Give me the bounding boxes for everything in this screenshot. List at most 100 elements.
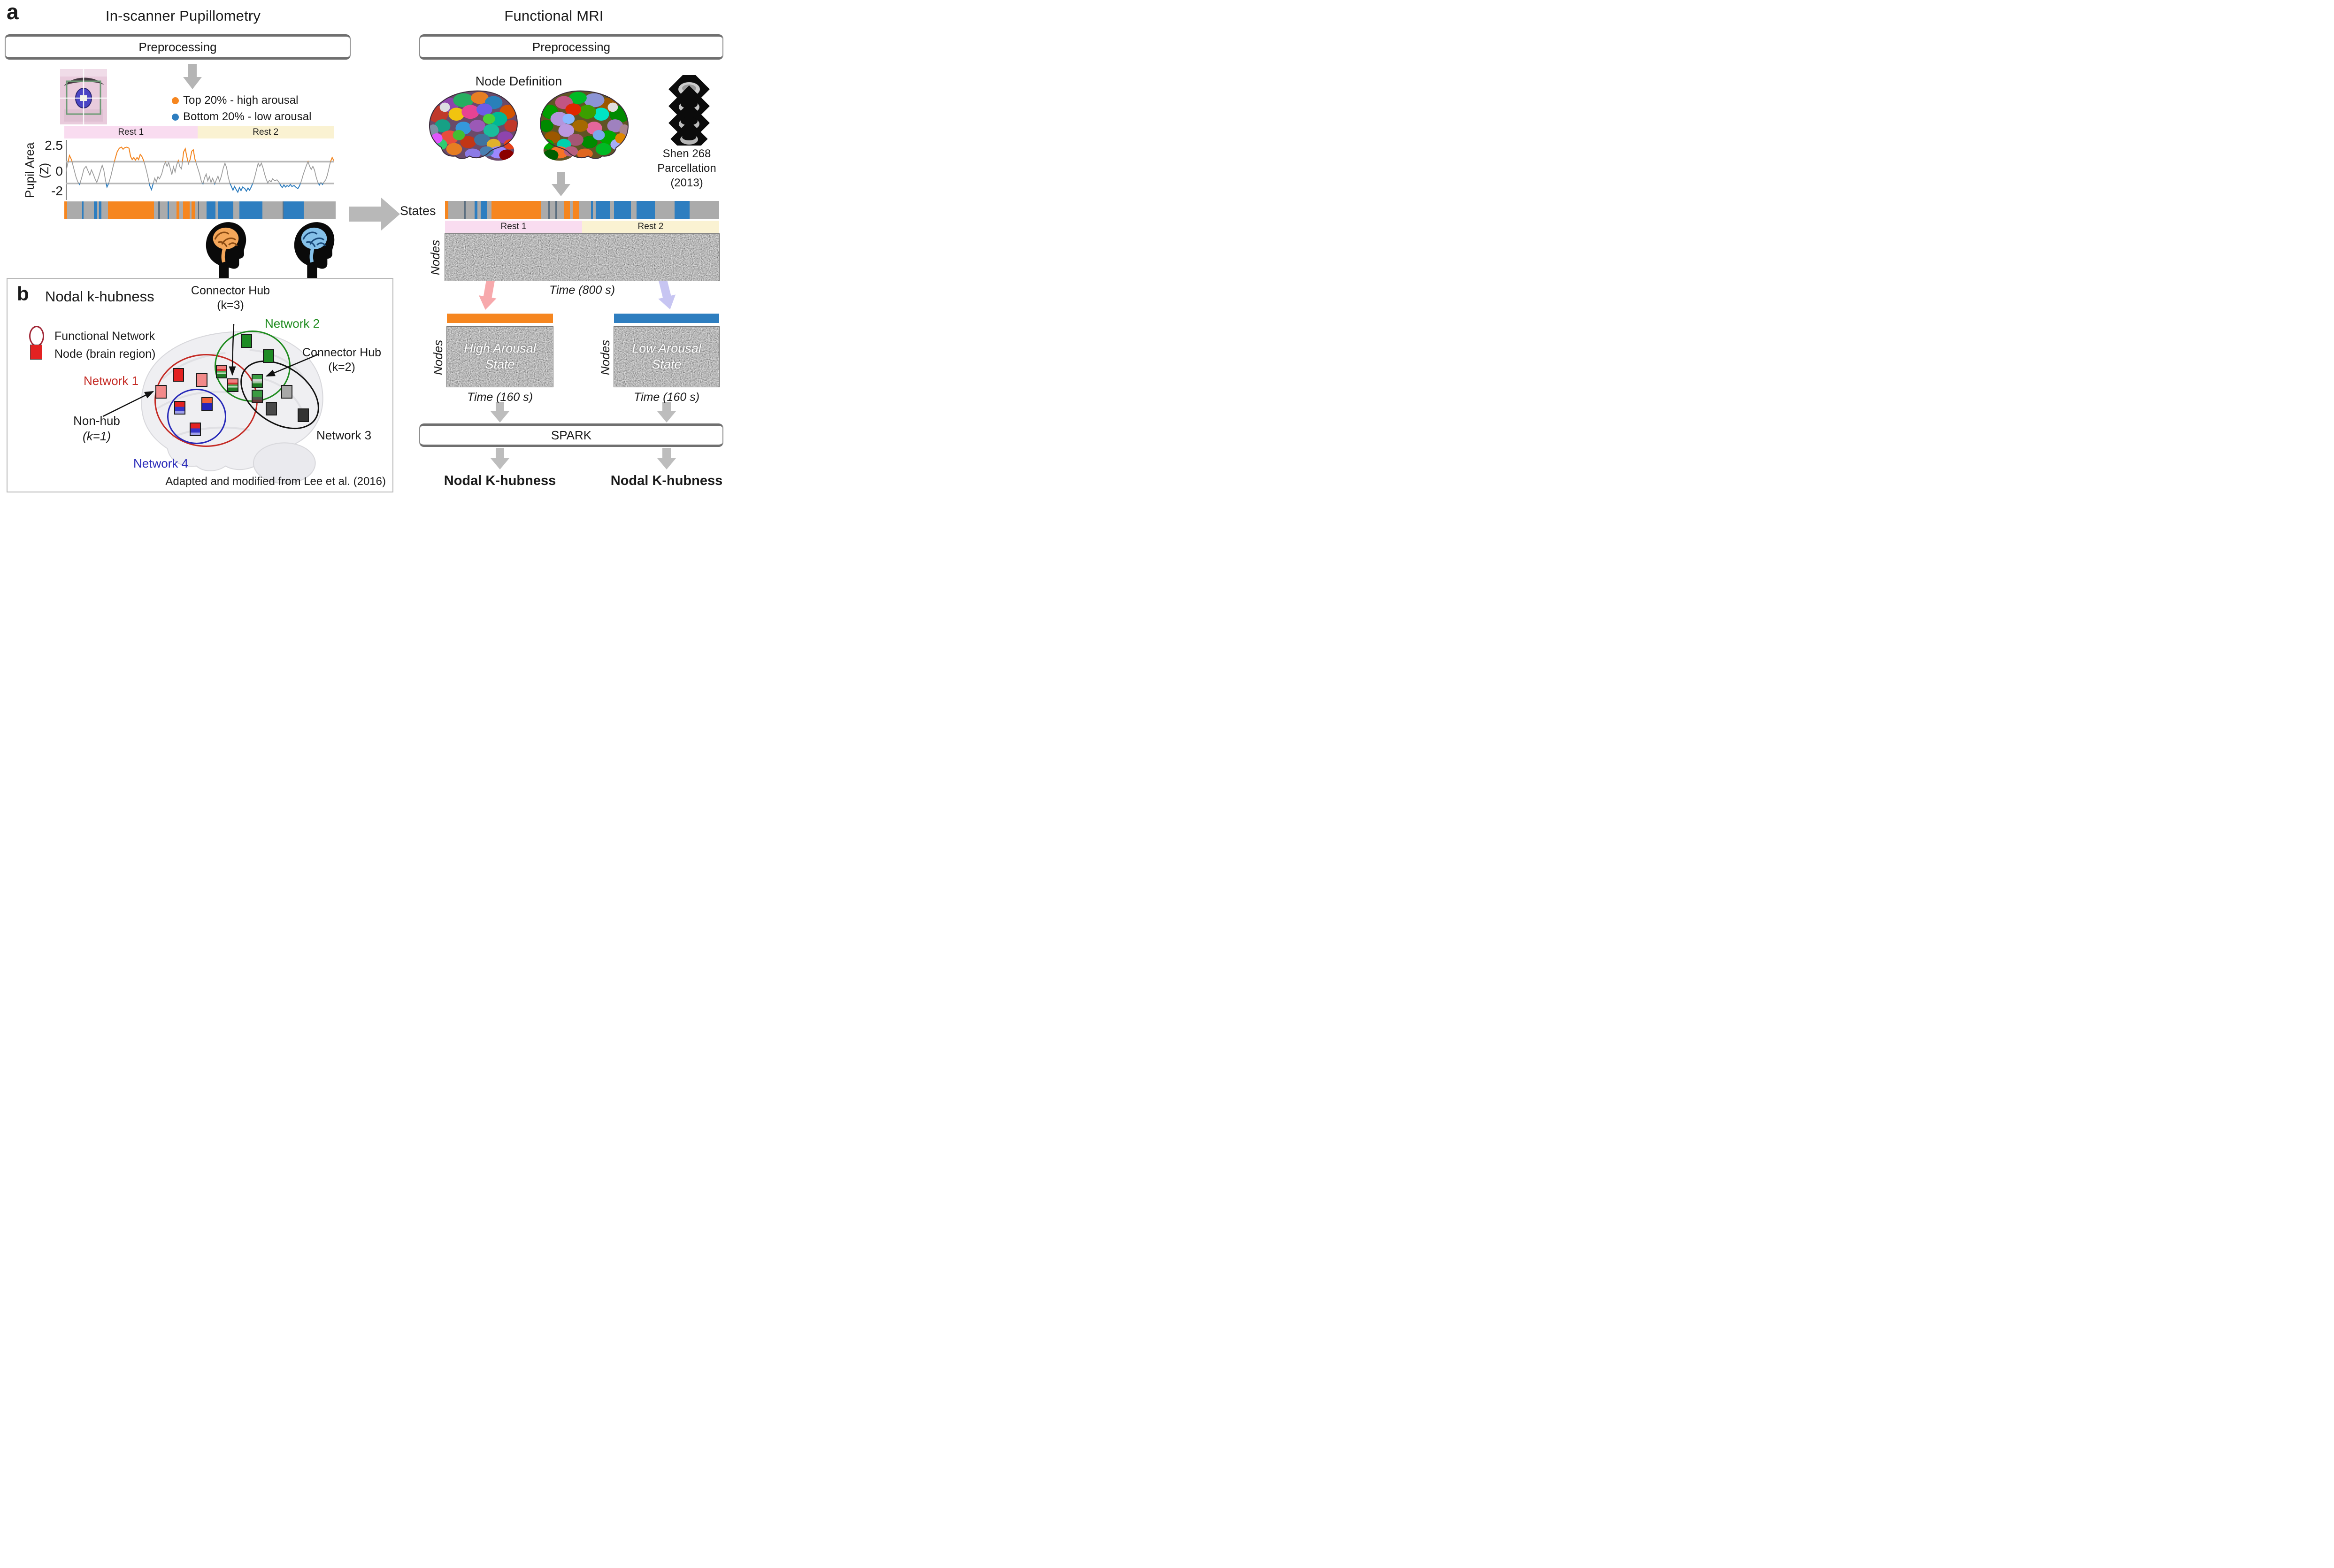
low-arousal-matrix-label: Low Arousal State xyxy=(614,341,719,373)
rest2-label: Rest 2 xyxy=(253,127,279,137)
state-segment-d xyxy=(548,201,550,219)
lavender-down-arrow-icon xyxy=(658,279,676,310)
rest1-label: Rest 1 xyxy=(118,127,144,137)
node-square-rb2 xyxy=(201,397,213,411)
state-segment-g xyxy=(199,201,207,219)
node-square-rb xyxy=(190,423,201,436)
state-segment-b xyxy=(207,201,215,219)
annotation-line: Connector Hub xyxy=(191,284,270,297)
state-segment-g xyxy=(304,201,336,219)
state-segment-g xyxy=(556,201,565,219)
high-arousal-head-icon xyxy=(206,222,246,278)
state-segment-b xyxy=(591,201,593,219)
time-160-label-left: Time (160 s) xyxy=(467,391,533,404)
state-segment-g xyxy=(610,201,614,219)
state-segment-g xyxy=(549,201,555,219)
matrix-label-line: High Arousal xyxy=(464,341,536,355)
state-segment-g xyxy=(84,201,94,219)
legend-label: Top 20% - high arousal xyxy=(183,94,299,107)
state-segment-g xyxy=(233,201,239,219)
rest1-band: Rest 1 xyxy=(445,221,582,233)
functional-network-legend-label: Functional Network xyxy=(54,330,155,343)
low-arousal-matrix xyxy=(614,326,720,387)
pupillometry-preprocessing-box: Preprocessing xyxy=(5,34,351,60)
figure-canvas: a In-scanner Pupillometry Preprocessing … xyxy=(0,0,736,494)
orange-dot-icon xyxy=(172,97,179,104)
network4-label: Network 4 xyxy=(133,456,189,470)
legend-label: Bottom 20% - low arousal xyxy=(183,110,312,123)
node-squares-layer xyxy=(8,279,392,492)
state-segment-b xyxy=(93,201,98,219)
state-segment-d xyxy=(198,201,200,219)
parcellation-line: (2013) xyxy=(670,177,703,190)
nodal-khubness-output-left: Nodal K-hubness xyxy=(444,473,556,488)
nodes-ylabel: Nodes xyxy=(428,239,442,275)
state-segment-g xyxy=(215,201,218,219)
right-arrow-icon xyxy=(349,198,400,231)
spark-box: SPARK xyxy=(419,423,723,447)
state-segment-b xyxy=(82,201,84,219)
panel-b-caption: Adapted and modified from Lee et al. (20… xyxy=(165,475,386,488)
rest1-label: Rest 1 xyxy=(500,222,527,231)
pupil-ylabel: Pupil Area (Z) xyxy=(23,142,51,199)
annotation-line: Non-hub xyxy=(73,414,120,428)
high-arousal-matrix-label: High Arousal State xyxy=(447,341,553,373)
state-segment-b xyxy=(674,201,690,219)
state-segment-g xyxy=(487,201,491,219)
mri-slice-stack-icon xyxy=(668,75,710,146)
ytick-neg2: -2 xyxy=(51,184,63,198)
state-segment-b xyxy=(595,201,611,219)
state-segment-g xyxy=(477,201,481,219)
state-segment-g xyxy=(262,201,283,219)
state-segment-o xyxy=(491,201,541,219)
state-segment-b xyxy=(284,201,304,219)
node-legend-label: Node (brain region) xyxy=(54,347,156,361)
low-arousal-head-icon xyxy=(294,222,335,278)
state-segment-g xyxy=(541,201,548,219)
node-definition-label: Node Definition xyxy=(475,74,562,88)
node-square-red xyxy=(173,368,184,382)
pupillometry-title: In-scanner Pupillometry xyxy=(105,8,261,24)
nodes-ylabel: Nodes xyxy=(431,339,445,375)
functional-network-legend-icon xyxy=(29,326,44,346)
annotation-line: Connector Hub xyxy=(302,346,382,359)
down-arrow-icon xyxy=(657,402,676,423)
arousal-states-bar-left xyxy=(64,201,336,219)
state-segment-g xyxy=(179,201,184,219)
node-square-black xyxy=(298,408,309,422)
panel-a-label: a xyxy=(7,0,19,24)
state-segment-g xyxy=(448,201,464,219)
parcellation-caption: Shen 268 Parcellation (2013) xyxy=(642,146,731,191)
state-segment-b xyxy=(614,201,631,219)
state-segment-o xyxy=(64,201,68,219)
high-arousal-matrix xyxy=(446,326,553,387)
node-square-salmon xyxy=(155,385,167,399)
preprocessing-label: Preprocessing xyxy=(532,39,611,54)
pink-down-arrow-icon xyxy=(479,279,497,310)
node-legend-icon xyxy=(30,345,42,360)
ytick-2p5: 2.5 xyxy=(45,138,63,153)
state-segment-b xyxy=(481,201,487,219)
state-segment-o xyxy=(564,201,570,219)
states-label: States xyxy=(400,204,436,218)
node-square-rg xyxy=(227,378,238,392)
state-segment-o xyxy=(572,201,579,219)
matrix-label-line: State xyxy=(652,357,682,371)
non-hub-label: Non-hub (k=1) xyxy=(57,413,137,444)
network3-label: Network 3 xyxy=(316,428,372,442)
down-arrow-icon xyxy=(491,402,509,423)
parcellation-line: Parcellation xyxy=(657,162,716,175)
state-segment-b xyxy=(167,201,169,219)
state-segment-g xyxy=(101,201,108,219)
state-segment-o xyxy=(176,201,179,219)
state-segment-b xyxy=(475,201,477,219)
rest-bands-left: Rest 1 Rest 2 xyxy=(64,126,334,138)
nodes-ylabel: Nodes xyxy=(598,339,612,375)
fmri-preprocessing-box: Preprocessing xyxy=(419,34,723,60)
node-square-salmon xyxy=(196,373,207,387)
pupil-trace-plot xyxy=(66,140,334,200)
matrix-label-line: Low Arousal xyxy=(632,341,701,355)
network1-label: Network 1 xyxy=(84,374,139,388)
state-segment-g xyxy=(631,201,637,219)
nodal-khubness-output-right: Nodal K-hubness xyxy=(610,473,723,488)
